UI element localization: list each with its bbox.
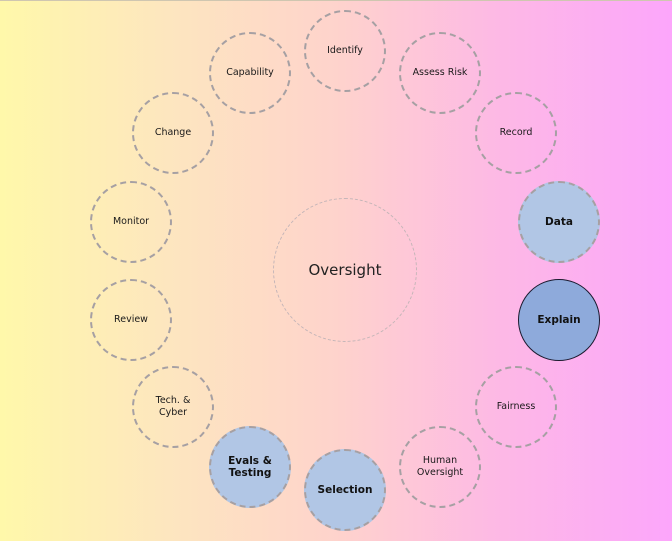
node-explain[interactable]: Explain: [518, 279, 600, 361]
node-review[interactable]: Review: [90, 279, 172, 361]
node-selection[interactable]: Selection: [304, 449, 386, 531]
node-evals-testing[interactable]: Evals & Testing: [209, 426, 291, 508]
node-label: Tech. & Cyber: [155, 395, 191, 418]
node-record[interactable]: Record: [475, 92, 557, 174]
node-label: Fairness: [496, 401, 536, 412]
node-label: Record: [499, 127, 533, 138]
node-change[interactable]: Change: [132, 92, 214, 174]
node-assess-risk[interactable]: Assess Risk: [399, 32, 481, 114]
node-monitor[interactable]: Monitor: [90, 181, 172, 263]
node-label: Monitor: [112, 216, 150, 227]
center-node-oversight[interactable]: Oversight: [273, 198, 417, 342]
node-label: Capability: [226, 67, 274, 78]
node-label: Evals & Testing: [228, 455, 272, 479]
node-label: Data: [545, 216, 573, 228]
node-human-oversight[interactable]: Human Oversight: [399, 426, 481, 508]
node-label: Selection: [317, 484, 373, 496]
node-label: Assess Risk: [412, 67, 468, 78]
top-border: [0, 0, 672, 1]
node-tech-cyber[interactable]: Tech. & Cyber: [132, 366, 214, 448]
node-fairness[interactable]: Fairness: [475, 366, 557, 448]
node-label: Explain: [537, 314, 581, 326]
center-node-label: Oversight: [308, 261, 382, 279]
node-label: Review: [114, 314, 148, 325]
node-identify[interactable]: Identify: [304, 10, 386, 92]
node-label: Identify: [327, 45, 363, 56]
node-label: Change: [154, 127, 192, 138]
node-capability[interactable]: Capability: [209, 32, 291, 114]
node-label: Human Oversight: [416, 455, 464, 478]
node-data[interactable]: Data: [518, 181, 600, 263]
